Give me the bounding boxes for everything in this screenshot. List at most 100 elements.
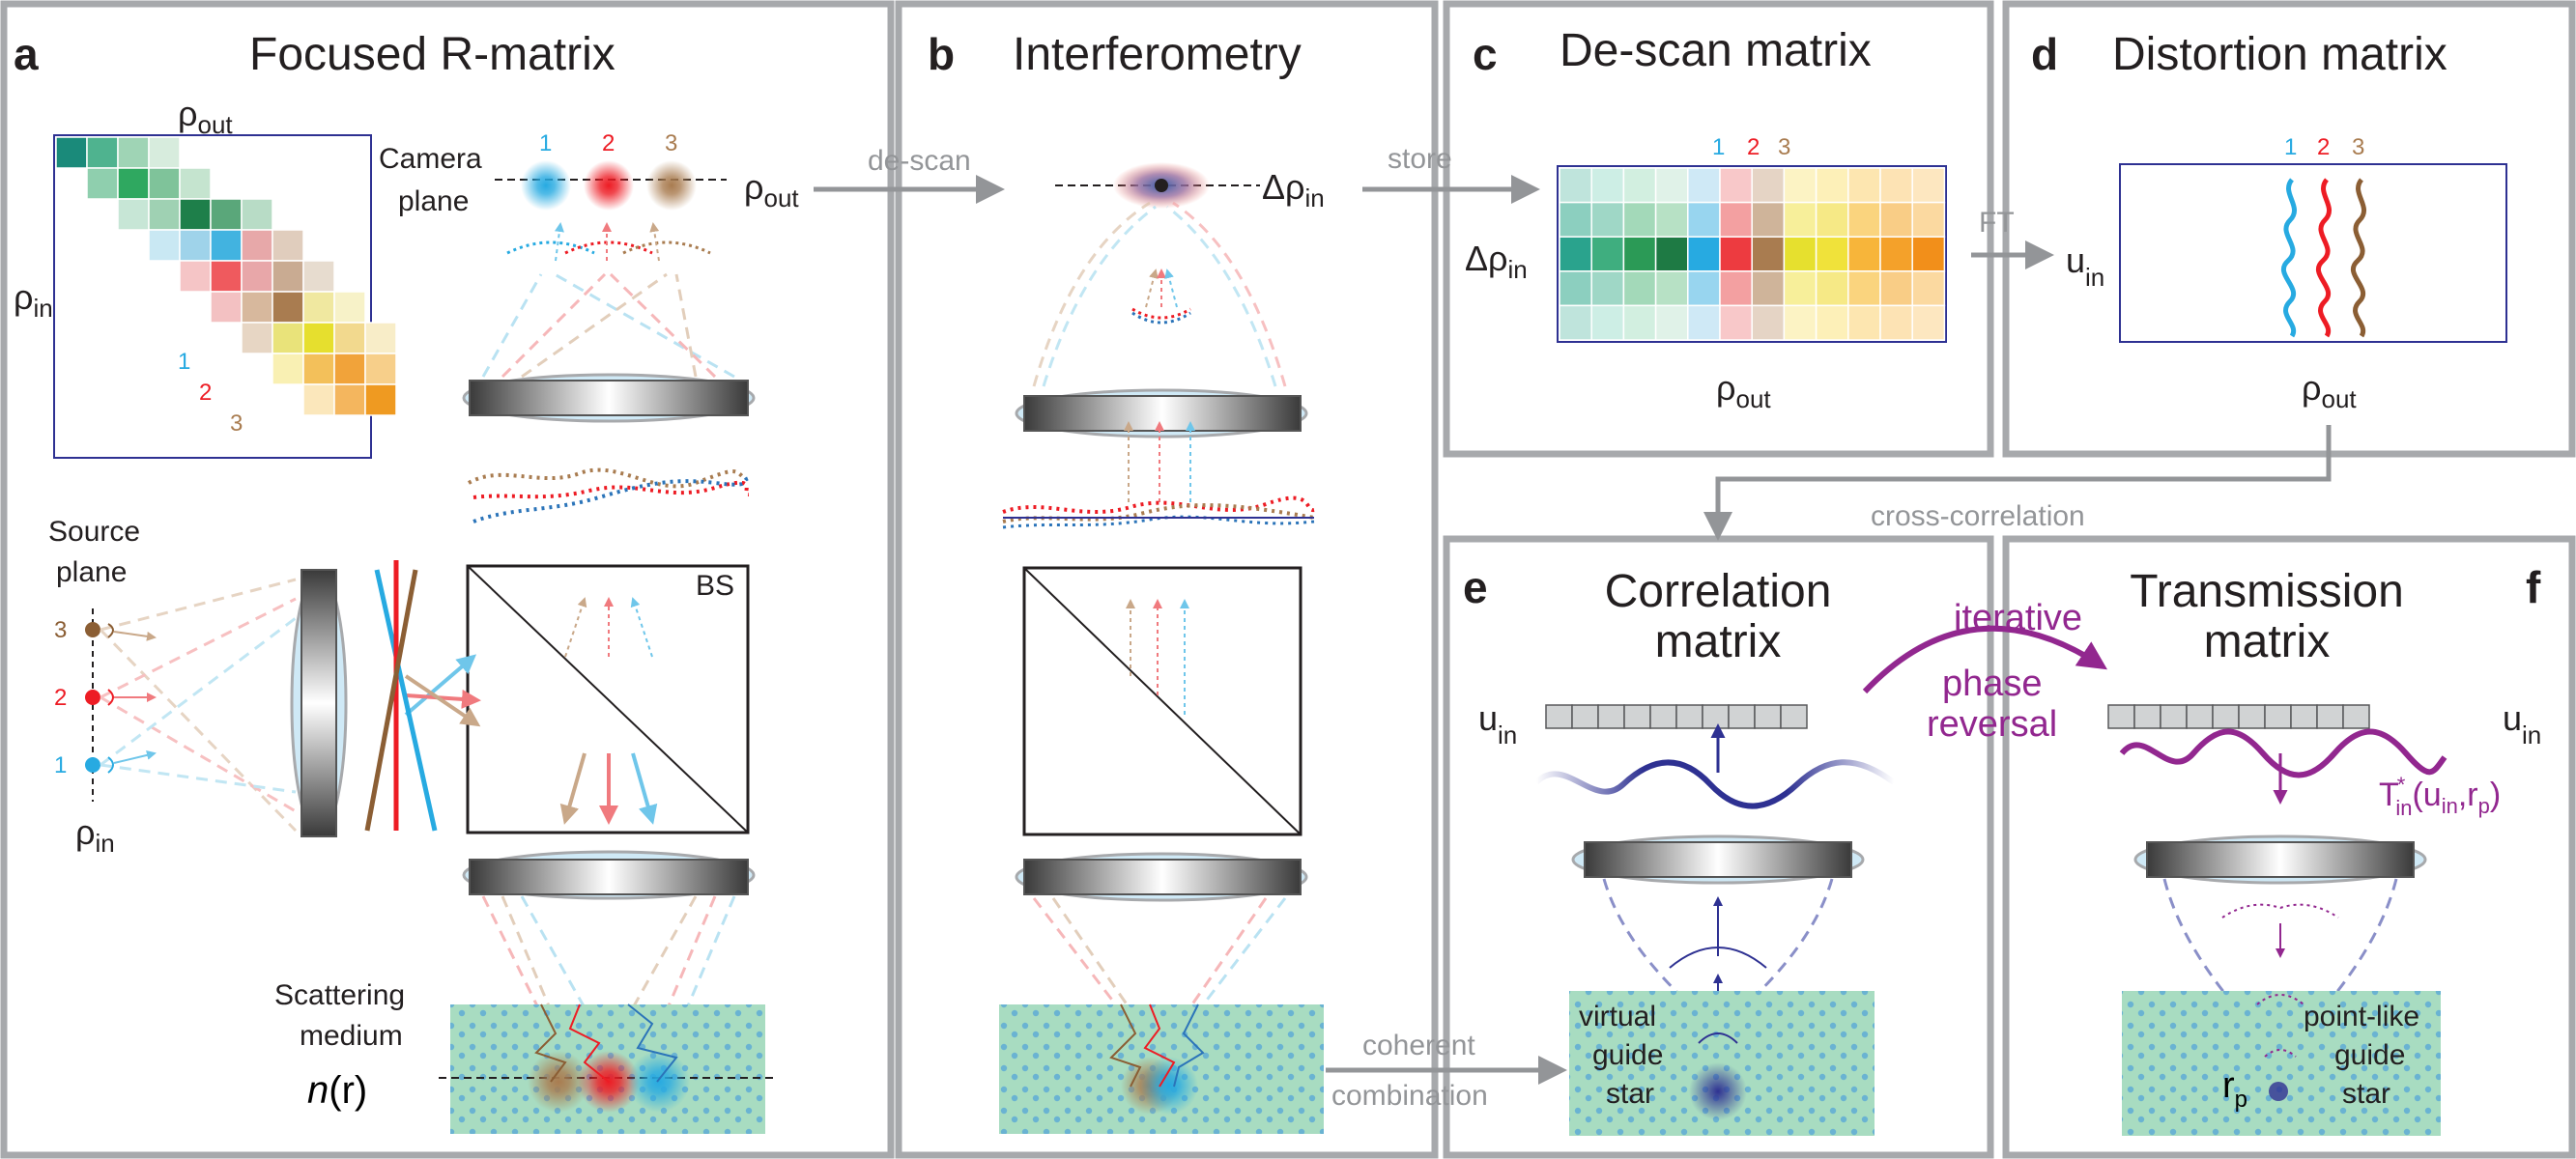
descan-cell — [1815, 167, 1849, 204]
distortion-marker-2: 2 — [2317, 134, 2330, 160]
descan-cell — [1911, 270, 1946, 307]
spot-marker-2: 2 — [602, 130, 615, 156]
descan-cell — [1719, 167, 1753, 204]
descan-cell — [1783, 167, 1818, 204]
descan-cell — [1879, 167, 1913, 204]
descan-cell — [1654, 236, 1689, 272]
r-matrix — [53, 134, 397, 459]
r-matrix-cell — [86, 136, 119, 169]
u-in-element — [2264, 704, 2292, 729]
u-in-element — [2342, 704, 2370, 729]
descan-cell — [1815, 270, 1849, 307]
r-matrix-cell — [333, 291, 366, 324]
wavefront-red — [564, 240, 653, 255]
descan-cell — [1719, 270, 1753, 307]
r-matrix-cell — [179, 260, 212, 293]
u-in-element — [1702, 704, 1730, 729]
r-matrix-cell — [179, 229, 212, 262]
bs-label: BS — [696, 570, 734, 602]
descan-cell — [1879, 236, 1913, 272]
u-in-element — [2290, 704, 2318, 729]
descan-cell — [1783, 304, 1818, 341]
r-matrix-cell — [302, 322, 335, 354]
descan-cell — [1847, 167, 1881, 204]
ft-label: FT — [1979, 207, 2015, 239]
descan-cell — [1911, 236, 1946, 272]
descan-cell — [1559, 304, 1592, 341]
cross-correlation-label: cross-correlation — [1871, 500, 2085, 532]
descan-cell — [1815, 236, 1849, 272]
u-in-label-f: uin — [2503, 698, 2541, 749]
virtual-guide-star-label-2: guide — [1592, 1039, 1663, 1071]
descan-cell — [1751, 167, 1786, 204]
panel-d-letter: d — [2031, 29, 2058, 79]
u-in-array-e — [1545, 704, 1808, 729]
panel-b-letter: b — [928, 29, 955, 79]
source-marker-1: 1 — [54, 752, 67, 778]
u-in-element — [1728, 704, 1756, 729]
panel-a-title: Focused R-matrix — [249, 29, 615, 80]
u-in-element — [1780, 704, 1808, 729]
r-matrix-cell — [272, 353, 304, 385]
panel-e-title-1: Correlation — [1605, 566, 1832, 617]
r-matrix-cell — [241, 322, 273, 354]
point-like-guide-star-label-2: guide — [2334, 1039, 2405, 1071]
descan-cell — [1751, 201, 1786, 238]
panel-f-letter: f — [2526, 562, 2541, 612]
descan-cell — [1719, 236, 1753, 272]
descan-cell — [1847, 201, 1881, 238]
panel-a-frame — [0, 0, 895, 1159]
coherent-label: coherent — [1362, 1030, 1475, 1061]
virtual-guide-star-label-3: star — [1606, 1078, 1654, 1110]
r-matrix-cell — [117, 136, 150, 169]
panel-c-title: De-scan matrix — [1560, 25, 1872, 76]
descan-cell — [1654, 270, 1689, 307]
rho-in-label-a: ρin — [14, 277, 53, 323]
rp-label: rp — [2222, 1065, 2247, 1113]
descan-cell — [1911, 167, 1946, 204]
camera-plane-label-2: plane — [398, 185, 469, 217]
r-matrix-cell — [364, 322, 397, 354]
descan-cell — [1751, 236, 1786, 272]
r-matrix-cell — [179, 198, 212, 231]
r-matrix-cell — [179, 167, 212, 200]
descan-cell — [1590, 167, 1625, 204]
r-matrix-cell — [210, 198, 243, 231]
reversal-label: reversal — [1927, 704, 2057, 745]
descan-cell — [1622, 236, 1657, 272]
r-matrix-cell — [148, 136, 181, 169]
source-plane-label-2: plane — [56, 556, 127, 588]
delta-rho-in-label-c: Δρin — [1465, 239, 1528, 284]
panel-f-frame — [2002, 535, 2576, 1159]
descan-cell — [1590, 304, 1625, 341]
descan-marker-1: 1 — [1712, 134, 1725, 160]
r-matrix-cell — [210, 291, 243, 324]
r-matrix-cell — [302, 260, 335, 293]
descan-cell — [1719, 201, 1753, 238]
r-matrix-frame — [53, 134, 372, 459]
panel-b-title: Interferometry — [1013, 29, 1302, 80]
r-matrix-cell — [364, 353, 397, 385]
u-in-element — [1545, 704, 1573, 729]
descan-cell — [1559, 236, 1592, 272]
focal-spot-2 — [584, 160, 634, 211]
rho-out-label-d: ρout — [2302, 368, 2357, 413]
descan-marker-2: 2 — [1747, 134, 1760, 160]
point-like-guide-star-label-3: star — [2342, 1078, 2390, 1110]
phase-reversal-arrow — [1862, 625, 2108, 694]
r-matrix-cell — [272, 291, 304, 324]
descan-cell — [1590, 201, 1625, 238]
panel-e-letter: e — [1463, 562, 1488, 612]
source-marker-3: 3 — [54, 617, 67, 643]
r-matrix-cell — [272, 229, 304, 262]
rho-in-label-source: ρin — [75, 812, 115, 858]
panel-f-title-2: matrix — [2204, 616, 2331, 667]
descan-cell — [1911, 304, 1946, 341]
iterative-label: iterative — [1954, 598, 2082, 638]
descan-cell — [1622, 304, 1657, 341]
source-2 — [85, 690, 100, 705]
descan-cell — [1879, 270, 1913, 307]
distorted-wavefront-blue — [472, 476, 750, 523]
matrix-marker-2: 2 — [199, 380, 212, 406]
r-matrix-cell — [148, 167, 181, 200]
